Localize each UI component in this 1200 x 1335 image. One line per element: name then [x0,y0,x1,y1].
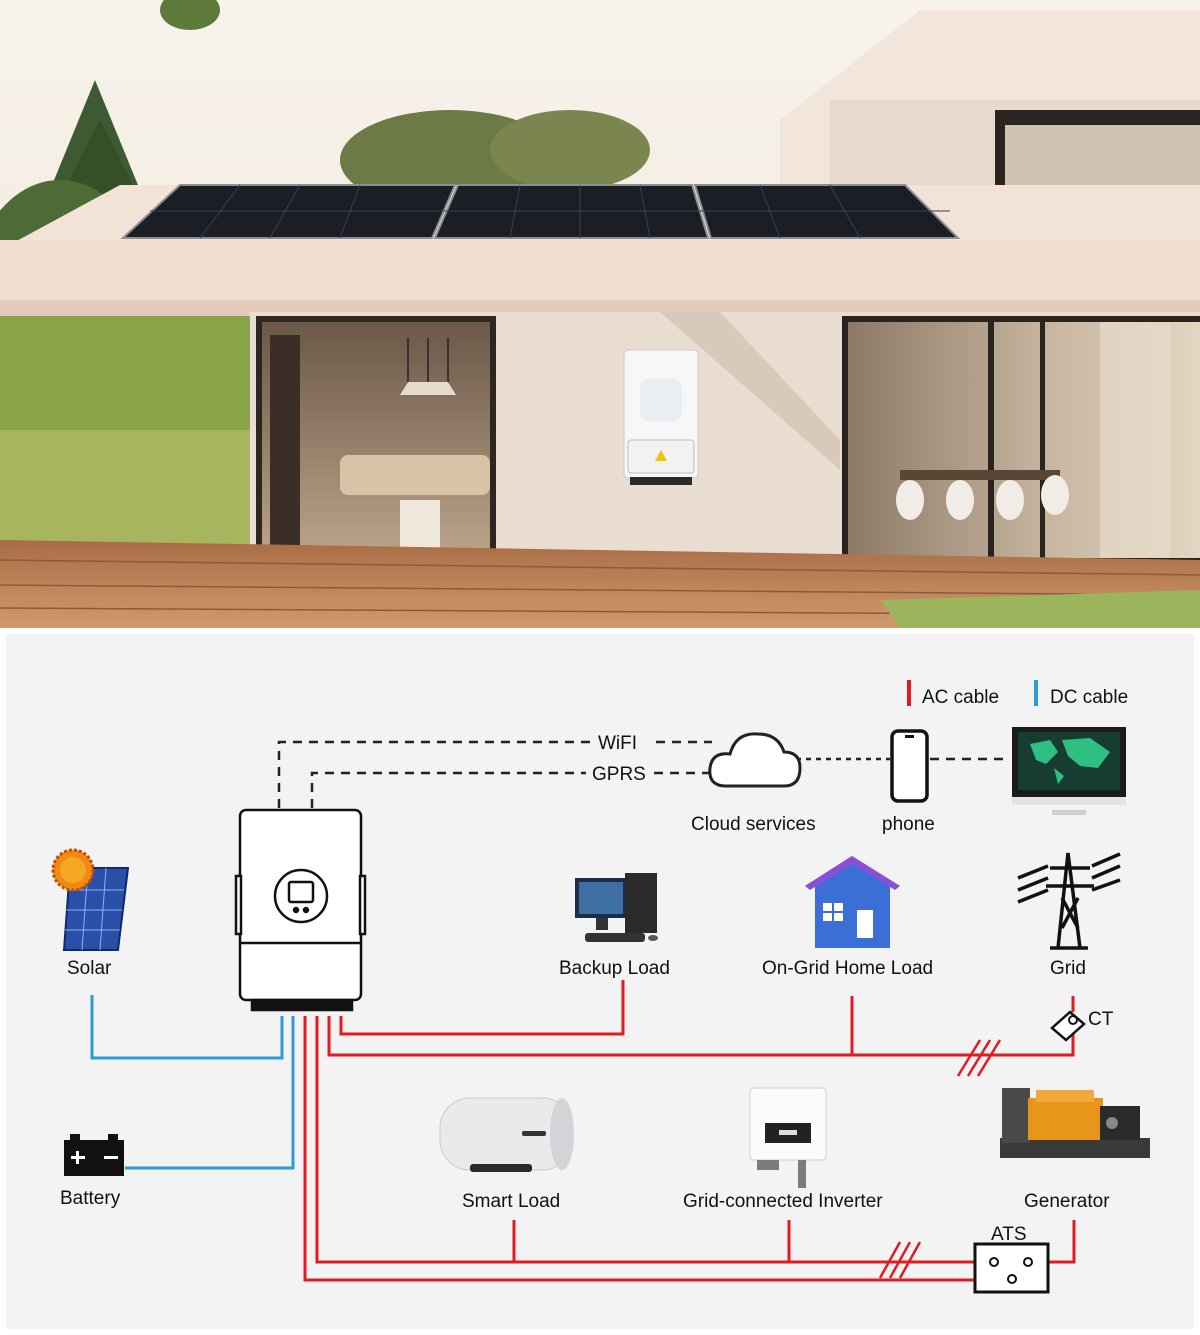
grid-connected-inverter-label: Grid-connected Inverter [683,1191,883,1212]
system-diagram: AC cable DC cable WiFI GPRS Cloud servic… [6,634,1194,1329]
battery-label: Battery [60,1188,121,1209]
backup-load-label: Backup Load [559,958,670,979]
power-tower-icon [1017,852,1121,950]
hybrid-inverter [234,808,367,1012]
generator-label: Generator [1024,1191,1110,1212]
solar-panel-icon [51,848,130,951]
wifi-label: WiFI [598,733,637,754]
house-icon [805,856,900,948]
cloud-services-label: Cloud services [691,814,816,835]
legend: AC cable DC cable [907,680,1128,708]
battery-icon [64,1134,124,1176]
solar-panels [120,184,961,239]
desktop-computer-icon [575,873,658,942]
wall-inverter [623,349,699,485]
upper-building [780,10,1200,190]
monitor-icon [1012,727,1126,815]
phone-icon [890,729,929,803]
ac-cables [303,980,1076,1282]
solar-label: Solar [67,958,112,979]
string-inverter-icon [749,1087,827,1188]
dc-cable-label: DC cable [1050,687,1128,708]
left-room [256,316,496,564]
ct-label: CT [1088,1009,1114,1030]
phone-label: phone [882,814,935,835]
ct-sensor-icon [1050,1010,1086,1042]
communication-links [277,740,1010,808]
smart-load-label: Smart Load [462,1191,560,1212]
on-grid-home-load-label: On-Grid Home Load [762,958,933,979]
cloud-icon [708,732,802,788]
diagram-background [6,634,1194,1329]
deck [0,540,1200,628]
gprs-label: GPRS [592,764,646,785]
ats-switch [973,1242,1050,1294]
dc-cables [90,995,295,1170]
generator-icon [1000,1088,1150,1158]
water-heater-icon [439,1097,574,1172]
dc-cable-swatch [1034,680,1038,706]
right-room [842,316,1200,564]
ats-label: ATS [991,1224,1027,1245]
grid-label: Grid [1050,958,1086,979]
house-photo [0,0,1200,628]
ac-cable-swatch [907,680,911,706]
ac-cable-label: AC cable [922,687,999,708]
